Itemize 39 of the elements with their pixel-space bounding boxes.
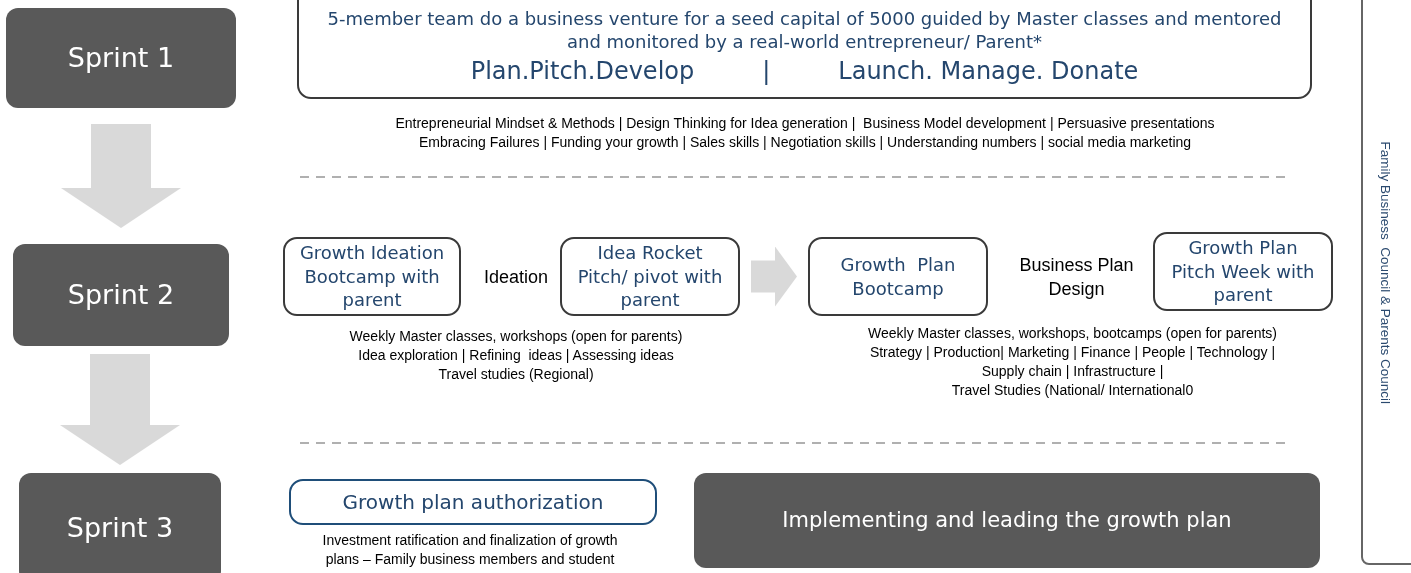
process-box <box>283 237 461 316</box>
box-text: Growth Plan Pitch Week with parent <box>1170 236 1316 307</box>
topic-list-text: Weekly Master classes, workshops (open for parents) <box>348 327 684 346</box>
process-box <box>1153 232 1333 311</box>
process-box <box>808 237 988 316</box>
box-title: Sprint 3 <box>65 511 175 546</box>
topic-list-text: Strategy | Production| Marketing | Finance | People | Technology | <box>868 343 1277 362</box>
topic-list-text: Travel Studies (National/ International0 <box>950 381 1195 400</box>
block-arrow <box>751 246 797 307</box>
block-arrow <box>61 124 181 228</box>
box-text: Growth Plan Bootcamp <box>839 253 957 300</box>
stage-label: Business Plan Design <box>1018 254 1135 302</box>
box-title: Sprint 2 <box>66 278 176 313</box>
sprint-box <box>19 473 221 573</box>
description-text: 5-member team do a business venture for a seed capital of 5000 guided by Master classes and mentored and monitored by a real-world entrepreneur/ Parent* <box>326 7 1283 54</box>
process-box <box>560 237 740 316</box>
box-title: Sprint 1 <box>66 41 176 76</box>
overview-box <box>297 0 1312 99</box>
process-box <box>289 479 657 525</box>
topic-list-text: Weekly Master classes, workshops, bootcamps (open for parents) <box>867 324 1278 343</box>
stage-label: Ideation <box>482 266 550 289</box>
box-text: Idea Rocket Pitch/ pivot with parent <box>576 241 724 312</box>
motto-text: Plan.Pitch.Develop <box>470 55 695 87</box>
topic-list-text: Travel studies (Regional) <box>437 365 595 384</box>
topic-list-text: Supply chain | Infrastructure | <box>980 362 1165 381</box>
box-text: Growth plan authorization <box>341 489 605 515</box>
topic-list-text: Idea exploration | Refining ideas | Assessing ideas <box>357 346 675 365</box>
council-text: Family Business Council & Parents Council <box>1376 140 1394 407</box>
process-box <box>694 473 1320 568</box>
box-title: Implementing and leading the growth plan <box>781 506 1233 534</box>
separator-text: | <box>762 55 771 87</box>
topic-list-text: Entrepreneurial Mindset & Methods | Design Thinking for Idea generation | Business Model development | Persuasive presentations <box>394 114 1216 133</box>
block-arrow <box>60 354 180 465</box>
sprint-box <box>13 244 229 346</box>
sprint-box <box>6 8 236 108</box>
topic-list-text: Embracing Failures | Funding your growth | Sales skills | Negotiation skills | Understanding numbers | social media marketing <box>417 133 1193 152</box>
note-text: Investment ratification and finalization of growth plans – Family business members and student <box>321 531 619 569</box>
motto-text: Launch. Manage. Donate <box>838 55 1139 87</box>
box-text: Growth Ideation Bootcamp with parent <box>298 241 446 312</box>
